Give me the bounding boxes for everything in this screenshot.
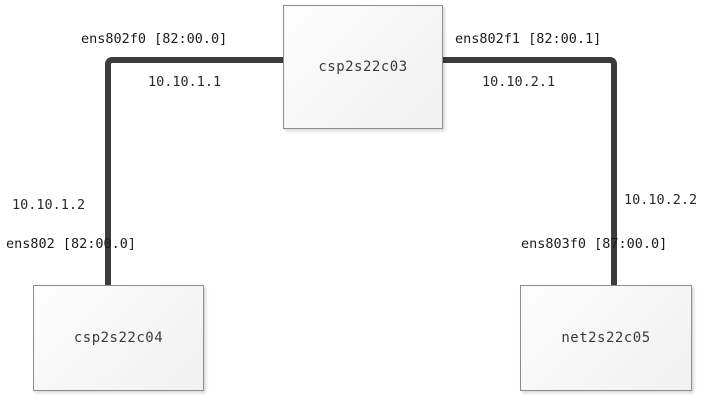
link-core-to-csp2s22c04 [105, 57, 291, 295]
label-core-interface-right: ens802f1 [82:00.1] [455, 31, 602, 47]
label-peer-interface-csp2s22c04: ens802 [82:00.0] [6, 236, 137, 252]
node-csp2s22c04-label: csp2s22c04 [73, 330, 164, 346]
label-core-interface-left: ens802f0 [82:00.0] [81, 31, 228, 47]
node-csp2s22c03-label: csp2s22c03 [318, 59, 408, 75]
node-net2s22c05[interactable]: net2s22c05 [520, 285, 692, 391]
label-peer-ip-net2s22c05: 10.10.2.2 [624, 192, 698, 208]
label-peer-interface-net2s22c05: ens803f0 [87:00.0] [521, 236, 668, 252]
label-core-ip-left: 10.10.1.1 [148, 74, 222, 90]
label-core-ip-right: 10.10.2.1 [482, 74, 556, 90]
link-core-to-net2s22c05 [440, 57, 617, 295]
node-net2s22c05-label: net2s22c05 [561, 330, 651, 346]
node-csp2s22c04[interactable]: csp2s22c04 [33, 285, 204, 391]
node-csp2s22c03[interactable]: csp2s22c03 [283, 5, 443, 129]
label-peer-ip-csp2s22c04: 10.10.1.2 [12, 197, 86, 213]
